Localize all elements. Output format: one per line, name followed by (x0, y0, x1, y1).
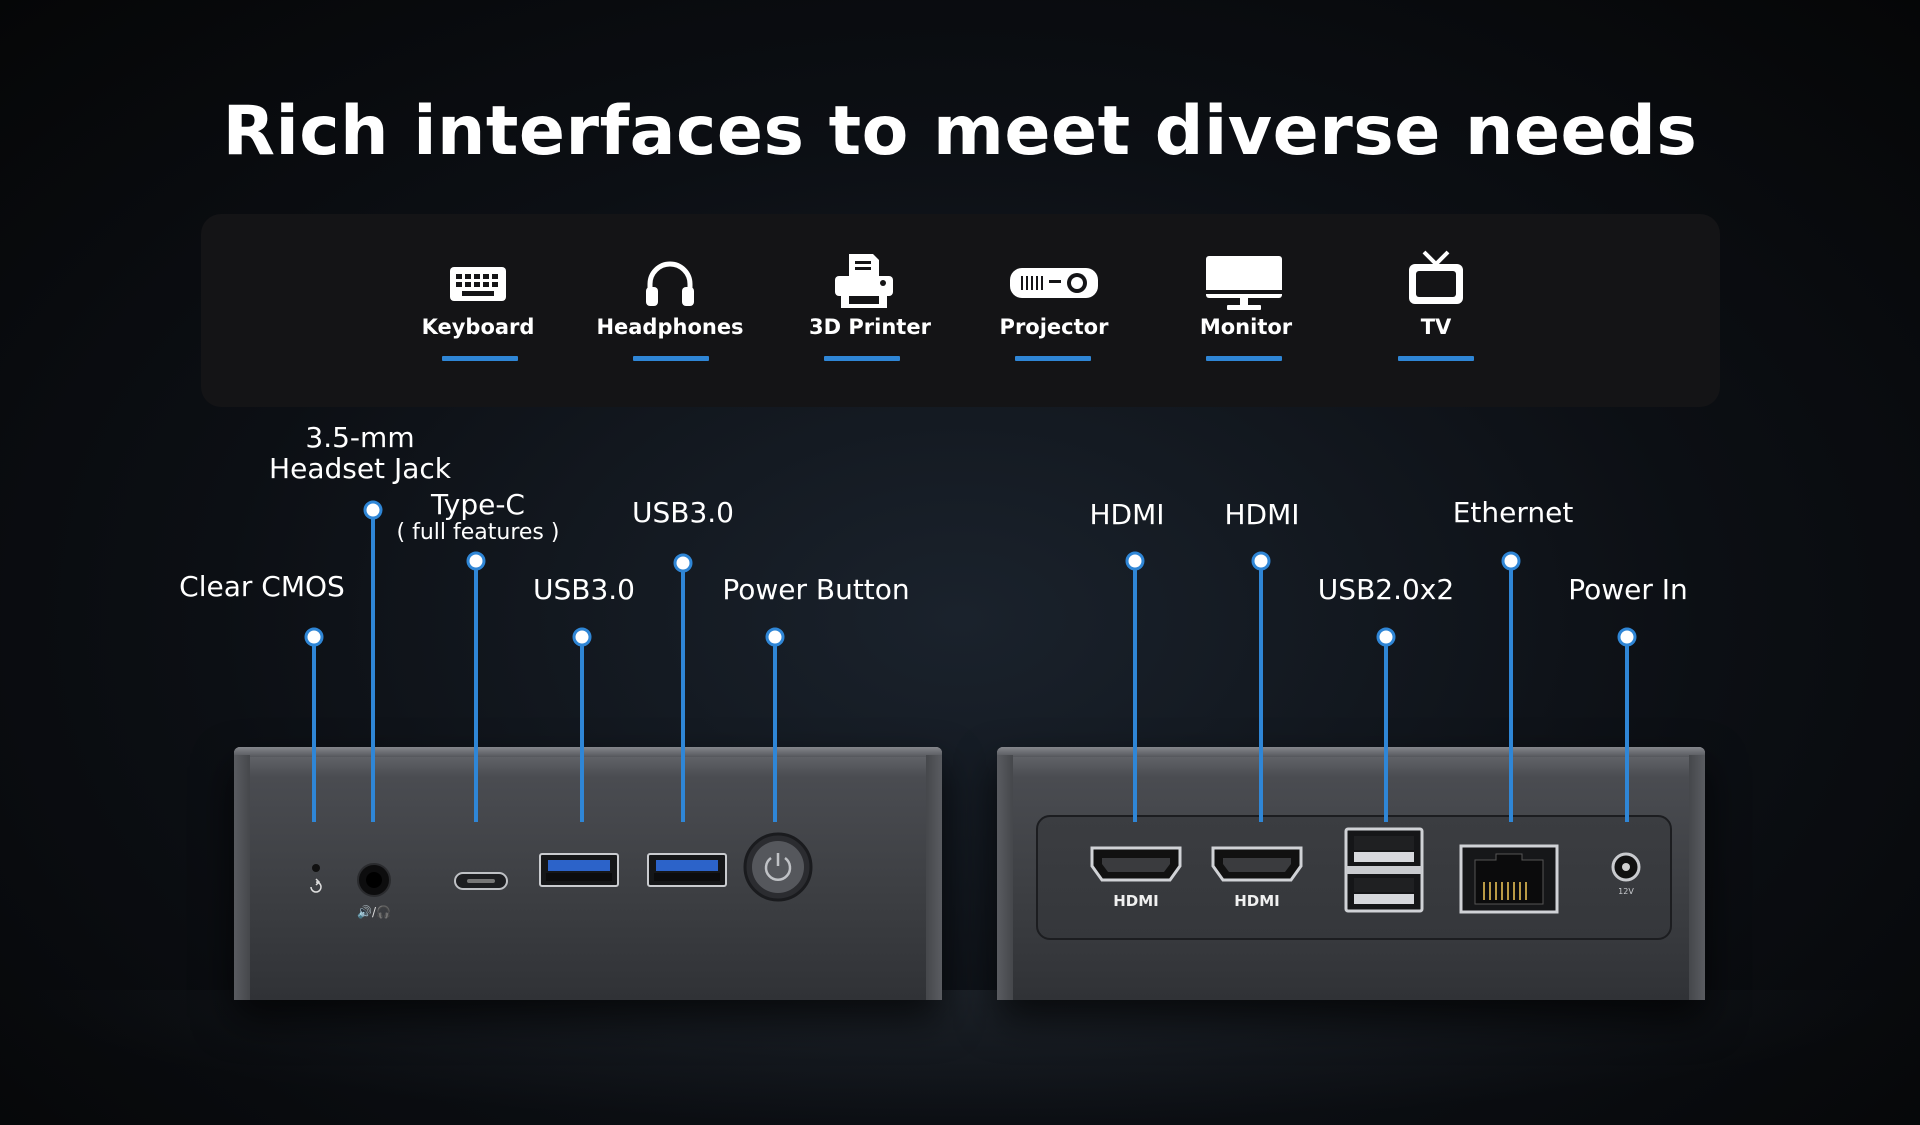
power-button (743, 832, 813, 902)
device-underline (1398, 356, 1474, 361)
dc-power-in-port: 12V (1611, 852, 1641, 896)
tv-icon (1409, 250, 1463, 304)
device-underline (633, 356, 709, 361)
callout-headset-line2: Headset Jack (269, 452, 451, 485)
callout-typec: Type-C ( full features ) (397, 489, 560, 546)
headphones-icon (646, 261, 694, 306)
hdmi-logo-b: HDMI (1234, 892, 1280, 910)
device-label-monitor: Monitor (1199, 315, 1293, 339)
printer-3d-icon (835, 254, 893, 308)
callout-ethernet: Ethernet (1452, 496, 1574, 529)
floor-reflection (0, 990, 1920, 1125)
callout-dots (304, 500, 1637, 647)
dc-mark: 12V (1618, 887, 1634, 896)
usb3-port-b (647, 853, 727, 887)
svg-text:🔊/🎧: 🔊/🎧 (357, 904, 391, 919)
page-title: Rich interfaces to meet diverse needs (222, 92, 1698, 171)
device-underline (824, 356, 900, 361)
callout-typec-label: Type-C (431, 488, 525, 521)
ethernet-port (1459, 844, 1559, 914)
callout-hdmi-b: HDMI (1224, 498, 1300, 531)
monitor-icon (1206, 256, 1282, 310)
hdmi-port-b (1211, 846, 1303, 882)
usb2-ports (1344, 827, 1424, 913)
device-underline (1015, 356, 1091, 361)
device-bar (201, 214, 1720, 407)
device-underline (442, 356, 518, 361)
typec-port (454, 872, 508, 890)
callout-headset-jack: 3.5-mm Headset Jack (269, 422, 451, 484)
device-label-projector: Projector (999, 315, 1109, 339)
hdmi-port-a (1090, 846, 1182, 882)
device-label-3d-printer: 3D Printer (809, 315, 931, 339)
device-label-headphones: Headphones (596, 315, 744, 339)
usb3-port-a (539, 853, 619, 887)
callout-hdmi-a: HDMI (1089, 498, 1165, 531)
hdmi-logo-a: HDMI (1113, 892, 1159, 910)
callout-headset-line1: 3.5-mm (305, 421, 415, 454)
clear-cmos-pinhole (310, 864, 322, 893)
headset-jack-port: 🔊/🎧 (357, 863, 391, 919)
keyboard-icon (450, 267, 506, 301)
callout-usb2: USB2.0x2 (1317, 573, 1455, 606)
callout-power-button: Power Button (722, 573, 910, 606)
device-underline (1206, 356, 1282, 361)
callout-typec-sub: ( full features ) (396, 520, 560, 545)
callout-clear-cmos: Clear CMOS (179, 570, 345, 603)
callout-usb3-b: USB3.0 (631, 496, 735, 529)
device-label-keyboard: Keyboard (421, 315, 535, 339)
projector-icon (1010, 268, 1098, 298)
callout-lines (312, 510, 1629, 822)
device-label-tv: TV (1420, 315, 1452, 339)
callout-power-in: Power In (1568, 573, 1688, 606)
callout-usb3-a: USB3.0 (532, 573, 636, 606)
